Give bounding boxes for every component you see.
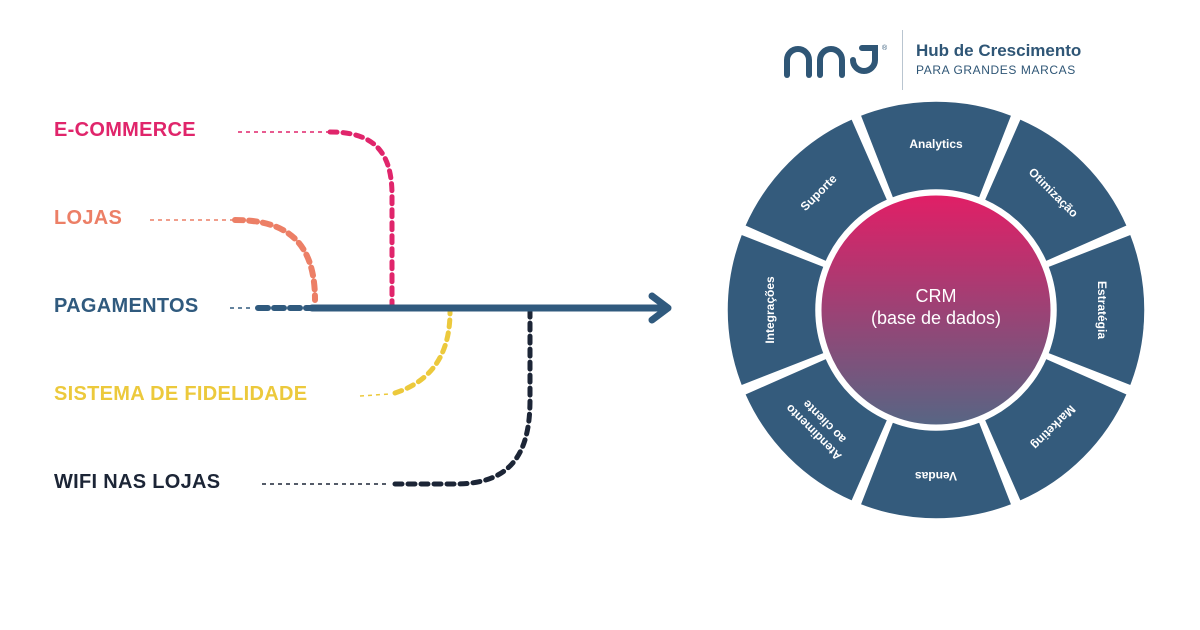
crm-core: [816, 190, 1056, 430]
wheel-segment: [1046, 233, 1146, 387]
crm-subtitle: (base de dados): [871, 308, 1001, 328]
ecommerce-flow: [327, 129, 395, 308]
source-pagamentos-label: PAGAMENTOS: [54, 295, 199, 317]
wheel-segment: [983, 117, 1129, 263]
wheel-segment: [859, 100, 1013, 200]
wifi-flow: [392, 309, 533, 487]
wheel-segment-label: Vendas: [915, 469, 957, 483]
fidelidade-flow-thin: [359, 393, 391, 397]
wheel-segment-label: Estratégia: [1095, 281, 1109, 339]
main-arrow-head: [648, 292, 672, 324]
brand-subtitle: PARA GRANDES MARCAS: [916, 63, 1076, 77]
wheel-segment: [726, 233, 826, 387]
lojas-flow: [232, 217, 318, 303]
source-wifi-label: WIFI NAS LOJAS: [54, 471, 221, 493]
wheel-segment: [743, 357, 889, 503]
brand-divider: [902, 30, 903, 90]
wheel-segment: [983, 357, 1129, 503]
wheel-segments: [726, 100, 1146, 520]
flow-lines: [150, 129, 672, 487]
nab-logo: ®: [784, 44, 888, 78]
wheel-segment: [743, 117, 889, 263]
source-lojas-label: LOJAS: [54, 207, 123, 229]
wheel-segment-label: Analytics: [909, 137, 963, 151]
source-fidelidade-label: SISTEMA DE FIDELIDADE: [54, 383, 308, 405]
fidelidade-flow: [392, 309, 453, 396]
crm-title: CRM: [916, 286, 957, 306]
source-ecommerce-label: E-COMMERCE: [54, 119, 196, 141]
brand-title: Hub de Crescimento: [916, 41, 1082, 60]
svg-text:®: ®: [882, 44, 888, 52]
wheel-segment: [859, 420, 1013, 520]
wheel-segment-label: Integrações: [763, 276, 777, 344]
